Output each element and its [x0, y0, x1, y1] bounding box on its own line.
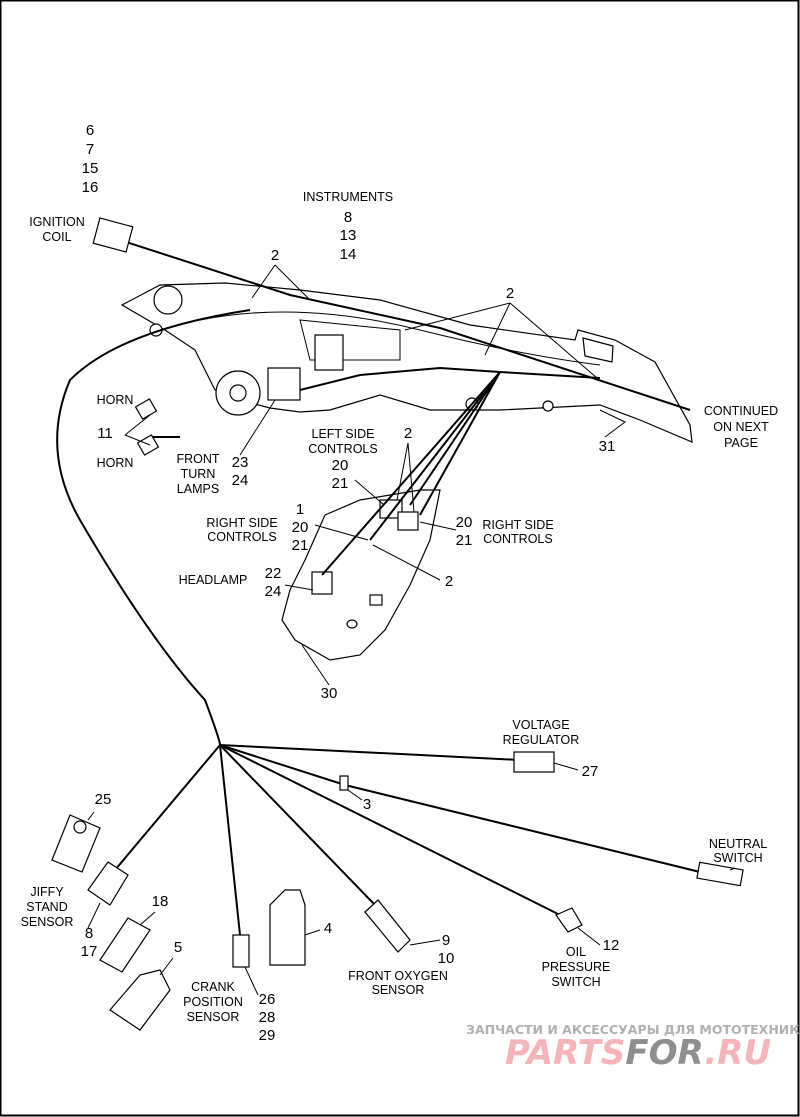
- right-controls-label: RIGHT SIDE: [482, 518, 553, 532]
- oxygen-sensor-number: 9: [442, 932, 450, 949]
- crank-sensor-number: 29: [259, 1027, 276, 1044]
- clip-number: 2: [445, 573, 453, 590]
- part-18: [99, 917, 151, 973]
- oil-pressure-label: SWITCH: [551, 975, 600, 989]
- jiffy-stand-part-25: [51, 814, 101, 873]
- instruments-number: 14: [340, 246, 357, 263]
- headlamp-label: HEADLAMP: [179, 573, 248, 587]
- instruments-number: 13: [340, 227, 357, 244]
- right-controls-number: 1: [296, 501, 304, 518]
- right-controls-number: 20: [292, 519, 309, 536]
- front-turn-lamps-label: TURN: [181, 467, 216, 481]
- oxygen-sensor-label: SENSOR: [372, 983, 425, 997]
- horn-label: HORN: [97, 456, 134, 470]
- headlamp-number: 24: [265, 583, 282, 600]
- watermark-brand-b: FOR: [625, 1033, 704, 1073]
- instruments-number: 8: [344, 209, 352, 226]
- part-number-4: 4: [324, 920, 332, 937]
- part-number-5: 5: [174, 939, 182, 956]
- watermark-brand-c: .RU: [704, 1033, 771, 1073]
- voltage-regulator-label: VOLTAGE: [512, 718, 569, 732]
- oil-pressure-label: OIL: [566, 945, 586, 959]
- watermark-brand-a: PARTS: [505, 1033, 625, 1073]
- front-oxygen-sensor: [364, 899, 411, 953]
- crank-sensor-number: 26: [259, 991, 276, 1008]
- connectors: [51, 217, 744, 1031]
- oil-pressure-number: 12: [603, 937, 620, 954]
- neutral-switch-label: SWITCH: [713, 851, 762, 865]
- part-number-25: 25: [95, 791, 112, 808]
- leader-lines: [87, 264, 736, 996]
- right-controls-number: 21: [456, 532, 473, 549]
- oil-pressure-label: PRESSURE: [542, 960, 611, 974]
- sensor-3: [339, 775, 349, 791]
- clip-number: 2: [404, 425, 412, 442]
- ignition-coil-label: IGNITION: [29, 215, 85, 229]
- horn-label: HORN: [97, 393, 134, 407]
- housing-number: 30: [321, 685, 338, 702]
- labels: 6 7 15 16 IGNITION COIL INSTRUMENTS 8 13…: [21, 122, 779, 1044]
- crank-sensor-label: CRANK: [191, 980, 235, 994]
- jiffy-stand-sensor: [87, 861, 129, 906]
- left-controls-number: 21: [332, 475, 349, 492]
- oxygen-sensor-label: FRONT OXYGEN: [348, 969, 448, 983]
- jiffy-stand-label: STAND: [26, 900, 67, 914]
- instruments-label: INSTRUMENTS: [303, 190, 393, 204]
- left-controls-label: LEFT SIDE: [312, 427, 375, 441]
- voltage-regulator-number: 27: [582, 763, 599, 780]
- ignition-coil-label: COIL: [42, 230, 71, 244]
- oil-pressure-switch: [555, 907, 583, 933]
- harness-number: 31: [599, 438, 616, 455]
- ignition-number: 15: [82, 160, 99, 177]
- neutral-switch-label: NEUTRAL: [709, 837, 767, 851]
- front-turn-lamps-number: 24: [232, 472, 249, 489]
- headlamp-number: 22: [265, 565, 282, 582]
- jiffy-stand-number: 17: [81, 943, 98, 960]
- part-4: [269, 889, 306, 966]
- horn-connector-lower: [136, 434, 160, 456]
- right-controls-label: CONTROLS: [483, 532, 552, 546]
- right-controls-label: CONTROLS: [207, 530, 276, 544]
- part-5: [109, 969, 171, 1031]
- continued-label: ON NEXT: [713, 420, 769, 434]
- front-turn-lamps-number: 23: [232, 454, 249, 471]
- jiffy-stand-label: JIFFY: [30, 885, 64, 899]
- ignition-number: 16: [82, 179, 99, 196]
- right-controls-number: 20: [456, 514, 473, 531]
- crank-sensor-label: SENSOR: [187, 1010, 240, 1024]
- front-turn-lamps-label: FRONT: [176, 452, 219, 466]
- continued-label: PAGE: [724, 436, 758, 450]
- watermark: ЗАПЧАСТИ И АКСЕССУАРЫ ДЛЯ МОТОТЕХНИКИ PA…: [466, 1022, 800, 1073]
- headlamp-housing: [281, 489, 441, 661]
- front-turn-lamps-label: LAMPS: [177, 482, 219, 496]
- right-controls-label: RIGHT SIDE: [206, 516, 277, 530]
- fairing-bracket: [120, 282, 693, 443]
- watermark-tagline: ЗАПЧАСТИ И АКСЕССУАРЫ ДЛЯ МОТОТЕХНИКИ: [466, 1022, 800, 1037]
- crank-sensor-label: POSITION: [183, 995, 243, 1009]
- right-controls-number: 21: [292, 537, 309, 554]
- jiffy-stand-number: 8: [85, 925, 93, 942]
- part-number-18: 18: [152, 893, 169, 910]
- ignition-number: 7: [86, 141, 94, 158]
- horn-connector-upper: [134, 398, 158, 420]
- oxygen-sensor-number: 10: [438, 950, 455, 967]
- voltage-regulator: [513, 751, 555, 773]
- left-controls-number: 20: [332, 457, 349, 474]
- clip-number: 2: [271, 247, 279, 264]
- ignition-coil-connector: [92, 217, 134, 253]
- horn-number: 11: [97, 425, 113, 442]
- crank-sensor-number: 28: [259, 1009, 276, 1026]
- left-controls-label: CONTROLS: [308, 442, 377, 456]
- jiffy-stand-label: SENSOR: [21, 915, 74, 929]
- ignition-number: 6: [86, 122, 94, 139]
- voltage-regulator-label: REGULATOR: [503, 733, 580, 747]
- crank-position-sensor: [232, 934, 250, 968]
- continued-label: CONTINUED: [704, 404, 778, 418]
- clip-number: 2: [506, 285, 514, 302]
- watermark-brand: PARTSFOR.RU: [505, 1033, 771, 1073]
- neutral-switch: [696, 861, 744, 887]
- part-number-3: 3: [363, 796, 371, 813]
